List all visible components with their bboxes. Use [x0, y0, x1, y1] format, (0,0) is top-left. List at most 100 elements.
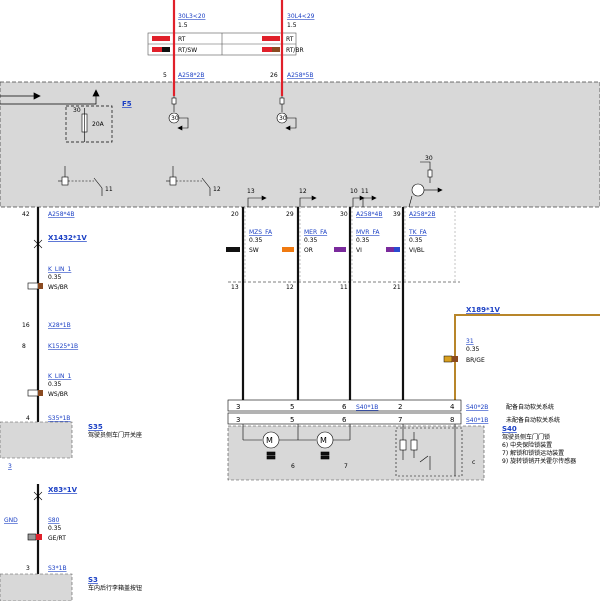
switch-s3-desc: 车内后行李箱盖按钮: [88, 584, 142, 592]
top-color-legend: RT RT RT/SW RT/BR: [147, 32, 304, 56]
pin-16: 16: [22, 322, 30, 329]
out-mark-13: 13: [247, 188, 255, 195]
wire-id-klin-1[interactable]: K_LIN_1: [48, 266, 72, 273]
sensor-symbol-a: [168, 96, 189, 131]
wire-31-brge[interactable]: [454, 314, 600, 400]
row2-cell-4: 7: [398, 416, 402, 424]
conn-x1432[interactable]: X1432*1V: [48, 234, 87, 242]
relay-switch-1: [58, 166, 103, 196]
wire-color-klin-2: WS/BR: [48, 391, 68, 398]
switch-s35-desc: 驾驶员侧车门开关座: [88, 431, 142, 439]
switch-s3-id[interactable]: S3: [88, 576, 98, 584]
wire-color-mer-fa: OR: [304, 247, 313, 254]
out-pin-39: 39: [393, 211, 401, 218]
row2-cell-1: 3: [236, 416, 240, 424]
fuse-f5-box: [65, 105, 113, 143]
row1-link-s40-2b[interactable]: S40*2B: [466, 404, 488, 411]
chip-wsbr-1: [27, 282, 39, 290]
row1-cell-5: 4: [450, 403, 455, 411]
pin-8: 8: [22, 343, 26, 350]
row1-link-s40-1b[interactable]: S40*1B: [356, 404, 378, 411]
connector-row-1: 3 5 6 S40*1B 2 4: [227, 399, 462, 412]
wire-size-mvr-fa: 0.35: [356, 237, 370, 244]
conn-a258-2b-tk[interactable]: A258*2B: [409, 211, 436, 218]
conn-a258-2b[interactable]: A258*2B: [178, 72, 205, 79]
pin-b: 26: [270, 72, 278, 79]
row2-cell-3: 6: [342, 416, 347, 424]
wire-id-31[interactable]: 31: [466, 338, 474, 345]
wire-id-30l3[interactable]: 30L3<20: [178, 13, 206, 20]
wire-size-30l4: 1.5: [287, 22, 297, 29]
wire-id-mer-fa[interactable]: MER_FA: [304, 229, 328, 236]
legend-pair-1: RT: [286, 36, 294, 43]
svg-text:M: M: [266, 436, 273, 445]
switch-s35-id[interactable]: S35: [88, 423, 103, 431]
chip-gert: [27, 533, 37, 541]
wire-id-30l4[interactable]: 30L4<29: [287, 13, 315, 20]
fuse-f5-label[interactable]: F5: [122, 100, 132, 108]
sensor-symbol-b: [276, 96, 297, 131]
chip-or: [282, 247, 294, 252]
wire-color-s80: GE/RT: [48, 535, 66, 542]
svg-text:M: M: [320, 436, 327, 445]
legend-pair-2: RT/BR: [286, 47, 304, 54]
switch-s3-box: [0, 573, 73, 601]
row2-desc: 未配备自动软关系统: [506, 416, 560, 424]
conn-x1525[interactable]: K1525*1B: [48, 343, 78, 350]
door-lock-id[interactable]: S40: [502, 425, 517, 433]
row2-cell-2: 5: [290, 416, 294, 424]
conn-x189[interactable]: X189*1V: [466, 306, 501, 314]
conn-x83[interactable]: X83*1V: [48, 486, 78, 494]
conn-x28[interactable]: X28*1B: [48, 322, 71, 329]
wire-size-30l3: 1.5: [178, 22, 188, 29]
chip-rt-a: [152, 36, 170, 41]
out-pin-29: 29: [286, 211, 294, 218]
legend-color-2: RT/SW: [178, 47, 197, 54]
wire-size-klin-1: 0.35: [48, 274, 62, 281]
wire-color-mvr-fa: VI: [356, 247, 362, 254]
hall-sensor-block: [395, 424, 463, 477]
legend-color-1: RT: [178, 36, 186, 43]
door-lock-line-2: 6) 中央保险锁装置: [502, 441, 552, 449]
transistor-pin-30: 30: [425, 155, 433, 162]
wire-color-tk-fa: VI/BL: [409, 247, 425, 254]
module-output-arrows: [247, 195, 377, 207]
relay-mark-11: 11: [105, 186, 113, 193]
wire-id-klin-2[interactable]: K_LIN_1: [48, 373, 72, 380]
output-wire-columns: [244, 207, 456, 282]
out-mark-11: 11: [361, 188, 369, 195]
conn-a258-4b-mvr[interactable]: A258*4B: [356, 211, 383, 218]
wire-id-mzs-fa[interactable]: MZS_FA: [249, 229, 273, 236]
fuse-rating: 20A: [92, 121, 105, 128]
wire-id-s80[interactable]: S80: [48, 517, 60, 524]
door-lock-line-4: 9) 旋转锁销开关霍尔传感器: [502, 457, 576, 465]
conn-s3-1b[interactable]: S3*1B: [48, 565, 67, 572]
wire-color-31: BR/GE: [466, 357, 485, 364]
transistor-symbol: [408, 161, 443, 208]
conn-a258-4b[interactable]: A258*4B: [48, 211, 75, 218]
motor-7-label: 7: [344, 463, 348, 470]
conn-a258-5b[interactable]: A258*5B: [287, 72, 314, 79]
door-lock-line-3: 7) 解锁和锁锁运动装置: [502, 449, 564, 457]
chip-vi: [334, 247, 346, 252]
out-bot-13: 13: [231, 284, 239, 291]
out-pin-20: 20: [231, 211, 239, 218]
ground-link[interactable]: GND: [4, 517, 18, 524]
stub-ref-3[interactable]: 3: [8, 463, 12, 470]
relay-pin-a: 30: [171, 115, 179, 122]
row1-cell-3: 6: [342, 403, 347, 411]
out-bot-21: 21: [393, 284, 401, 291]
pin-a: 5: [163, 72, 167, 79]
out-bot-12: 12: [286, 284, 294, 291]
row2-cell-5: 8: [450, 416, 454, 424]
wire-id-tk-fa[interactable]: TK_FA: [408, 229, 428, 236]
wire-size-tk-fa: 0.35: [409, 237, 423, 244]
wire-size-mzs-fa: 0.35: [249, 237, 263, 244]
row1-desc: 配备自动软关系统: [506, 403, 554, 411]
row2-link-s40-1b[interactable]: S40*1B: [466, 417, 488, 424]
wire-id-mvr-fa[interactable]: MVR_FA: [356, 229, 380, 236]
conn-s35-1b[interactable]: S35*1B: [48, 415, 70, 422]
out-mark-12: 12: [299, 188, 307, 195]
switch-s35-box: [0, 421, 73, 459]
